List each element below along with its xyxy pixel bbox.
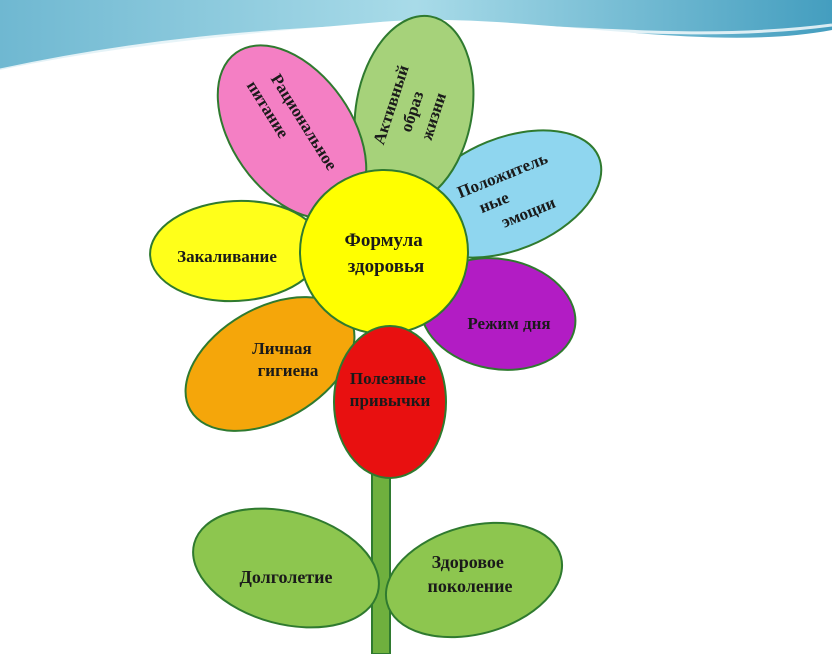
petal-ration: Рациональное питание xyxy=(216,44,368,220)
svg-text:Закаливание: Закаливание xyxy=(177,247,277,266)
flower-center: Формула здоровья xyxy=(299,169,469,335)
leaf-pokolenie-line-1: поколение xyxy=(427,576,512,596)
flower-stem xyxy=(371,459,391,655)
petal-rezhim-line-0: Режим дня xyxy=(467,314,550,333)
leaf-dolgoletie-line-0: Долголетие xyxy=(239,567,332,587)
leaf-pokolenie-line-0: Здоровое xyxy=(432,552,504,572)
center-line-1: здоровья xyxy=(348,256,425,277)
petal-gigiena-line-1: гигиена xyxy=(258,361,319,380)
center-line-0: Формула xyxy=(345,230,424,251)
leaf-pokolenie: Здоровое поколение xyxy=(384,521,564,639)
petal-zakal-line-0: Закаливание xyxy=(177,247,277,266)
petal-zakal: Закаливание xyxy=(149,199,323,303)
svg-text:Режим дня: Режим дня xyxy=(467,314,550,333)
svg-text:Личная гигиена: Личная гигиена xyxy=(252,339,319,380)
leaf-dolgoletie: Долголетие xyxy=(192,507,380,629)
svg-text:Полезные привычки: Полезные привычки xyxy=(350,369,431,410)
leaf-label-dolgoletie: Долголетие xyxy=(239,567,332,587)
petal-gigiena: Личная гигиена xyxy=(184,296,356,432)
petal-privychki: Полезные привычки xyxy=(333,325,447,479)
petal-privychki-line-0: Полезные xyxy=(350,369,426,388)
svg-text:Формула здоровья: Формула здоровья xyxy=(345,230,428,277)
petal-gigiena-line-0: Личная xyxy=(252,339,312,358)
petal-privychki-line-1: привычки xyxy=(350,391,431,410)
leaf-label-pokolenie: Здоровое поколение xyxy=(427,552,512,596)
